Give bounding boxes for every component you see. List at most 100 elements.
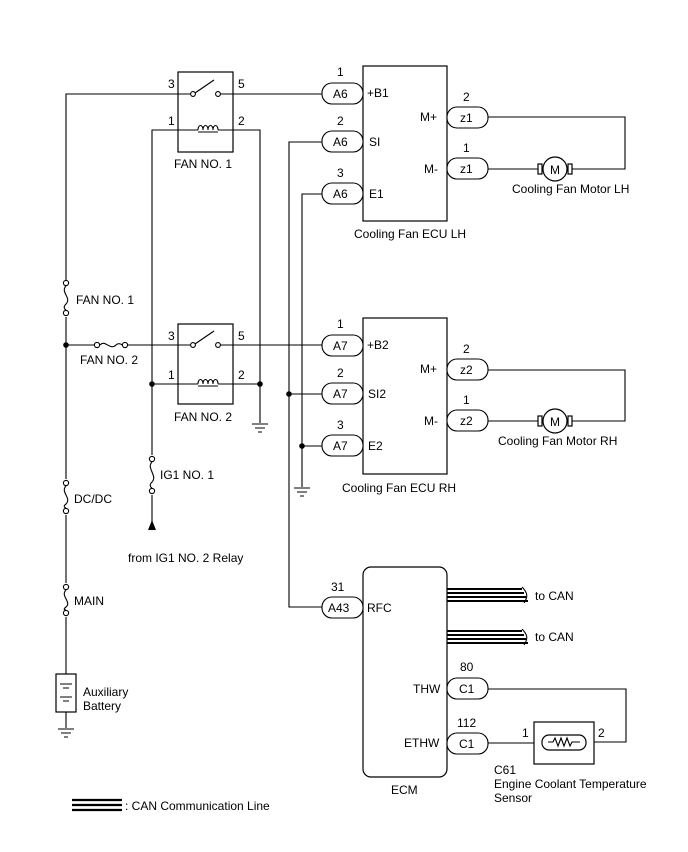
fuse-fan1-label: FAN NO. 1 bbox=[76, 293, 134, 307]
relay-fan1: 3 5 1 2 FAN NO. 1 bbox=[168, 71, 245, 171]
thermistor-icon bbox=[541, 734, 587, 751]
wire-thw-sensor bbox=[488, 688, 627, 743]
junction-dot bbox=[149, 381, 155, 387]
fuse-fan2-label: FAN NO. 2 bbox=[80, 353, 138, 367]
relay-fan2-pin2: 2 bbox=[238, 368, 245, 382]
ecu-rh-pin-1: 1 bbox=[337, 317, 344, 331]
ground-icon bbox=[294, 487, 310, 497]
relay-fan1-pin1: 1 bbox=[168, 114, 175, 128]
ecu-lh-pin-name-b1: +B1 bbox=[367, 86, 389, 100]
connector-a6 bbox=[321, 82, 364, 105]
ecm-thw-conn: C1 bbox=[459, 682, 475, 696]
fuse-ig1-label: IG1 NO. 1 bbox=[160, 468, 214, 482]
connector-z1 bbox=[446, 157, 489, 180]
relay-fan2-pin1: 1 bbox=[168, 368, 175, 382]
relay-fan1-pin3: 3 bbox=[168, 77, 175, 91]
connector-z2 bbox=[446, 409, 489, 432]
ecu-lh-m-minus: M- bbox=[424, 162, 438, 176]
ecm-ethw-name: ETHW bbox=[404, 736, 440, 750]
ecu-rh-pin-name-e2: E2 bbox=[368, 439, 383, 453]
wires bbox=[65, 93, 627, 744]
ecu-lh-pin-name-e1: E1 bbox=[369, 187, 384, 201]
battery-label-line2: Battery bbox=[83, 699, 121, 713]
wire-relay1-coil-ground bbox=[233, 129, 261, 423]
connector-c1 bbox=[446, 677, 489, 700]
ecu-lh-motor-pin-plus: 2 bbox=[463, 90, 470, 104]
ecu-rh-conn-2: A7 bbox=[333, 387, 348, 401]
ecm-label: ECM bbox=[391, 783, 418, 797]
fuse-main-label: MAIN bbox=[74, 594, 104, 608]
ecu-rh-motor-conn-minus: z2 bbox=[460, 414, 473, 428]
can-label-1: to CAN bbox=[535, 589, 574, 603]
connector-a7 bbox=[321, 434, 364, 457]
arrow-ig1-source bbox=[148, 520, 156, 530]
ecu-rh-conn-3: A7 bbox=[333, 439, 348, 453]
relay-fan2-pin5: 5 bbox=[238, 329, 245, 343]
motor-rh: M Cooling Fan Motor RH bbox=[498, 408, 617, 448]
relay-fan1-pin5: 5 bbox=[238, 77, 245, 91]
can-line-1 bbox=[447, 586, 528, 604]
ecu-rh-m-minus: M- bbox=[424, 414, 438, 428]
junction-dot bbox=[299, 443, 305, 449]
ecm: A43 31 RFC C1 C1 80 112 THW ETHW ECM to … bbox=[321, 566, 574, 797]
coil-icon bbox=[178, 124, 233, 133]
ground-icon bbox=[58, 728, 74, 738]
connector-a7 bbox=[321, 334, 364, 357]
legend: : CAN Communication Line bbox=[72, 798, 270, 813]
ecu-lh-m-plus: M+ bbox=[420, 110, 437, 124]
ecu-rh-pin-name-b2: +B2 bbox=[367, 338, 389, 352]
ground-icon bbox=[252, 423, 268, 433]
ecu-rh-motor-pin-minus: 1 bbox=[463, 393, 470, 407]
ecu-rh-pin-2: 2 bbox=[337, 366, 344, 380]
ecu-rh-m-plus: M+ bbox=[420, 362, 437, 376]
motor-icon bbox=[537, 408, 573, 434]
ecm-thw-name: THW bbox=[413, 682, 441, 696]
coolant-sensor: 1 2 C61 Engine Coolant Temperature Senso… bbox=[494, 721, 647, 805]
ecu-lh-pin-name-si: SI bbox=[369, 135, 380, 149]
ecu-lh-label: Cooling Fan ECU LH bbox=[354, 227, 466, 241]
motor-lh-label: Cooling Fan Motor LH bbox=[512, 182, 629, 196]
ecu-lh-motor-conn-minus: z1 bbox=[460, 162, 473, 176]
sensor-label-line2: Sensor bbox=[494, 791, 532, 805]
ecu-rh-conn-1: A7 bbox=[333, 339, 348, 353]
ecu-rh-motor-conn-plus: z2 bbox=[460, 363, 473, 377]
ig1-source-label: from IG1 NO. 2 Relay bbox=[128, 551, 243, 565]
ecu-lh-pin-3: 3 bbox=[337, 166, 344, 180]
junction-dot bbox=[63, 342, 69, 348]
ecu-lh: A6 A6 A6 1 2 3 +B1 SI E1 z1 z1 2 1 M+ M-… bbox=[321, 65, 489, 241]
wire-si-rfc bbox=[288, 141, 322, 608]
ecu-rh-pin-name-si2: SI2 bbox=[368, 387, 386, 401]
relay-fan1-label: FAN NO. 1 bbox=[174, 157, 232, 171]
ecu-lh-motor-conn-plus: z1 bbox=[460, 111, 473, 125]
ecu-rh-motor-pin-plus: 2 bbox=[463, 342, 470, 356]
sensor-pin-1: 1 bbox=[522, 726, 529, 740]
relay-fan2-pin3: 3 bbox=[168, 329, 175, 343]
motor-rh-label: Cooling Fan Motor RH bbox=[498, 434, 617, 448]
wire-main-bus bbox=[65, 93, 178, 283]
ecu-lh-conn-3: A6 bbox=[333, 187, 348, 201]
junction-dot bbox=[286, 391, 292, 397]
battery-icon bbox=[60, 683, 72, 702]
fuse-fan1: FAN NO. 1 bbox=[62, 279, 134, 317]
relay-fan2-label: FAN NO. 2 bbox=[174, 410, 232, 424]
ecm-ethw-pin: 112 bbox=[457, 716, 476, 730]
relay-fan1-pin2: 2 bbox=[238, 114, 245, 128]
can-label-2: to CAN bbox=[535, 630, 574, 644]
motor-lh-symbol: M bbox=[550, 163, 560, 177]
fuse-fan2: FAN NO. 2 bbox=[80, 341, 138, 367]
connector-z1 bbox=[446, 106, 489, 129]
sensor-code: C61 bbox=[494, 763, 516, 777]
wire-ig1-relay1 bbox=[151, 129, 178, 455]
connector-a6 bbox=[321, 130, 364, 153]
coil-icon bbox=[178, 378, 233, 387]
motor-lh: M Cooling Fan Motor LH bbox=[512, 156, 629, 196]
fuse-dcdc-label: DC/DC bbox=[74, 492, 112, 506]
connector-a6 bbox=[321, 182, 364, 205]
ecm-ethw-conn: C1 bbox=[459, 737, 475, 751]
can-line-2 bbox=[447, 628, 528, 646]
wire-motor-lh-plus bbox=[488, 116, 626, 170]
fuse-main: MAIN bbox=[62, 583, 104, 617]
ecu-lh-conn-1: A6 bbox=[333, 87, 348, 101]
motor-icon bbox=[537, 156, 573, 182]
connector-c1 bbox=[446, 732, 489, 755]
